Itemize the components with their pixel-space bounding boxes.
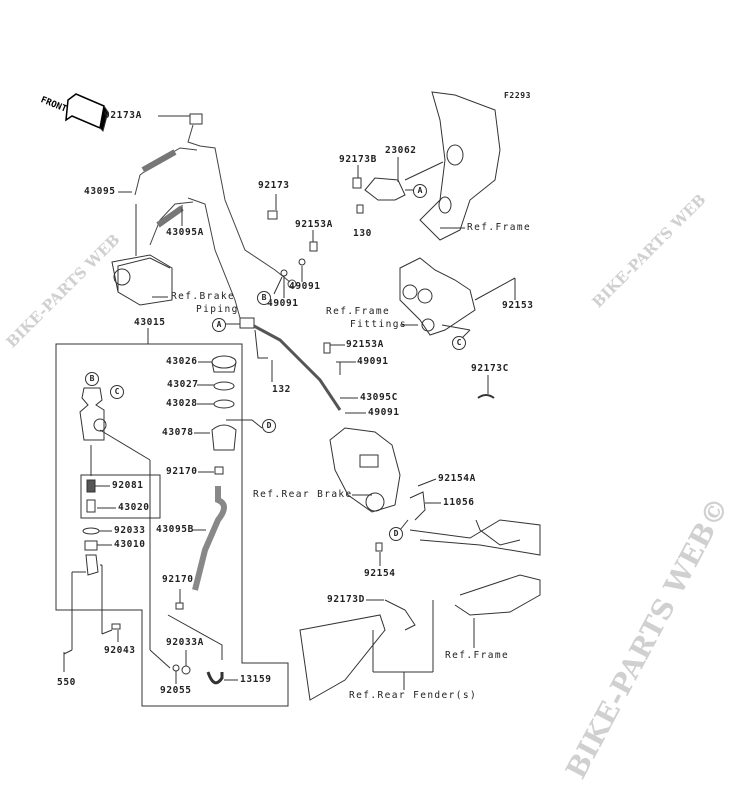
rear-frame <box>409 519 541 616</box>
connector-d: D <box>389 527 403 541</box>
part-130[interactable]: 130 <box>353 228 372 239</box>
connector-c: C <box>110 385 124 399</box>
part-43027[interactable]: 43027 <box>167 379 199 390</box>
part-92033A[interactable]: 92033A <box>166 637 204 648</box>
part-92055[interactable]: 92055 <box>160 685 192 696</box>
piston-43020 <box>86 499 96 513</box>
frame-head <box>419 91 501 241</box>
part-92153A[interactable]: 92153A <box>346 339 384 350</box>
ref-frame-fittings: Ref.Frame <box>326 306 391 317</box>
junction-block <box>239 317 255 329</box>
rear-brake-caliper <box>329 427 401 513</box>
frame-fittings <box>399 257 476 336</box>
part-49091[interactable]: 49091 <box>357 356 389 367</box>
part-23062[interactable]: 23062 <box>385 145 417 156</box>
part-92173B[interactable]: 92173B <box>339 154 377 165</box>
part-43026[interactable]: 43026 <box>166 356 198 367</box>
pin-92043 <box>111 623 121 630</box>
part-92170[interactable]: 92170 <box>166 466 198 477</box>
ref-brake-piping: Ref.Brake <box>171 291 236 302</box>
part-92153A[interactable]: 92153A <box>295 219 333 230</box>
ref-rear-brake: Ref.Rear Brake <box>253 489 353 500</box>
part-132[interactable]: 132 <box>272 384 291 395</box>
elbow-13159 <box>206 671 224 685</box>
clamp-92170 <box>214 466 224 475</box>
reservoir-43078 <box>211 424 237 451</box>
part-550[interactable]: 550 <box>57 677 76 688</box>
ref-frame: Ref.Frame <box>467 222 532 233</box>
bolt-92154 <box>375 542 383 552</box>
brake-hose-43095 <box>134 124 297 319</box>
clamp-92173 <box>267 210 278 220</box>
ref-frame-fittings-2: Fittings <box>350 319 407 330</box>
spring-92081 <box>86 479 96 493</box>
part-43015[interactable]: 43015 <box>134 317 166 328</box>
bolt-92153 <box>474 277 516 301</box>
rear-fender <box>299 614 386 701</box>
part-92154A[interactable]: 92154A <box>438 473 476 484</box>
bracket-11056 <box>409 491 426 521</box>
part-43095B[interactable]: 43095B <box>156 524 194 535</box>
ref-brake-piping-2: Piping <box>196 304 239 315</box>
connector-d: D <box>262 419 276 433</box>
part-43095[interactable]: 43095 <box>84 186 116 197</box>
part-92173C[interactable]: 92173C <box>471 363 509 374</box>
connector-b: B <box>257 291 271 305</box>
cap-43026 <box>211 355 237 369</box>
clamp-92173B <box>352 177 362 189</box>
part-49091[interactable]: 49091 <box>267 298 299 309</box>
part-92173[interactable]: 92173 <box>258 180 290 191</box>
part-11056[interactable]: 11056 <box>443 497 475 508</box>
part-49091[interactable]: 49091 <box>368 407 400 418</box>
part-49091[interactable]: 49091 <box>289 281 321 292</box>
clip-92173C <box>477 394 495 399</box>
part-92154[interactable]: 92154 <box>364 568 396 579</box>
part-92173D[interactable]: 92173D <box>327 594 365 605</box>
clamp-92170-b <box>175 602 184 610</box>
part-92173A[interactable]: 92173A <box>104 110 142 121</box>
bolt-92153A-b <box>323 342 331 354</box>
bracket-23062 <box>364 177 406 201</box>
part-92033[interactable]: 92033 <box>114 525 146 536</box>
bracket-92173D <box>384 599 416 631</box>
connector-a: A <box>413 184 427 198</box>
diagram-code: F2293 <box>504 91 532 100</box>
connector-c: C <box>452 336 466 350</box>
ref-rear-fender: Ref.Rear Fender(s) <box>349 690 478 701</box>
part-92081[interactable]: 92081 <box>112 480 144 491</box>
part-92170[interactable]: 92170 <box>162 574 194 585</box>
washer-49091-b <box>280 269 288 277</box>
master-cylinder-assembly-box <box>55 343 289 707</box>
bolt-130 <box>356 204 364 214</box>
abs-unit <box>111 254 173 306</box>
connector-b: B <box>85 372 99 386</box>
clamp-92173A <box>189 113 203 125</box>
part-43095C[interactable]: 43095C <box>360 392 398 403</box>
reservoir-hose-43095B <box>192 486 227 591</box>
part-43028[interactable]: 43028 <box>166 398 198 409</box>
part-92153[interactable]: 92153 <box>502 300 534 311</box>
part-43020[interactable]: 43020 <box>118 502 150 513</box>
pushrod-43010 <box>85 554 99 576</box>
part-43078[interactable]: 43078 <box>162 427 194 438</box>
ref-frame-2: Ref.Frame <box>445 650 510 661</box>
washer-49091 <box>298 258 306 266</box>
master-cylinder <box>79 387 107 441</box>
front-arrow-icon <box>65 93 109 132</box>
part-13159[interactable]: 13159 <box>240 674 272 685</box>
part-43010[interactable]: 43010 <box>114 539 146 550</box>
part-92043[interactable]: 92043 <box>104 645 136 656</box>
brake-hose-43095C <box>253 324 342 411</box>
bolt-92153A <box>309 241 318 252</box>
connector-a: A <box>212 318 226 332</box>
part-43095A[interactable]: 43095A <box>166 227 204 238</box>
